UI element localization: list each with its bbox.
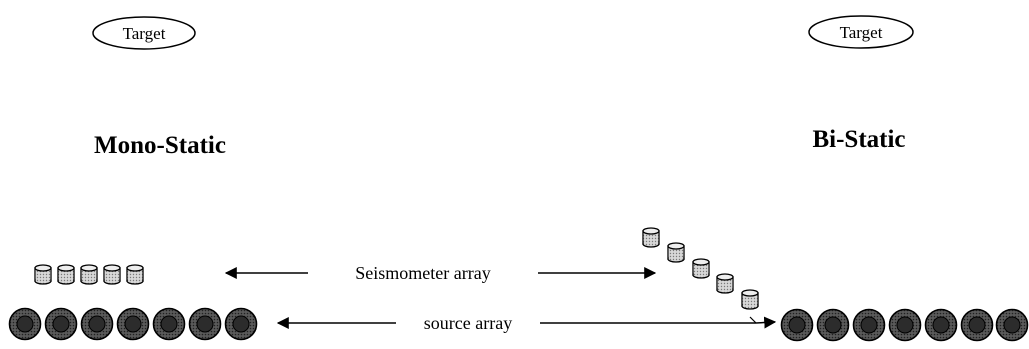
target-right-label: Target [840, 23, 883, 42]
bi-source-3 [852, 308, 886, 342]
seismometer-4 [103, 264, 121, 285]
bi-source-7 [995, 308, 1029, 342]
seismometer-1 [34, 264, 52, 285]
bi-seismometer-1 [642, 227, 660, 248]
mono-static-heading: Mono-Static [94, 132, 226, 159]
bi-source-5 [924, 308, 958, 342]
bi-seismometer-3 [692, 258, 710, 279]
target-right-outline [808, 15, 914, 49]
seismometer-5 [126, 264, 144, 285]
source-arrow-right-tick [749, 316, 757, 324]
source-array-label: source array [424, 313, 512, 333]
target-left: Target [92, 16, 196, 50]
source-group-bi [780, 308, 1029, 342]
target-left-outline [92, 16, 196, 50]
bi-source-6 [960, 308, 994, 342]
seismometer-group-bi [642, 227, 759, 310]
source-2 [44, 307, 78, 341]
source-4 [116, 307, 150, 341]
target-right: Target [808, 15, 914, 49]
bi-static-heading: Bi-Static [812, 126, 905, 153]
source-arrow-right-head [755, 316, 777, 329]
target-left-label: Target [123, 24, 166, 43]
source-1 [8, 307, 42, 341]
seismometer-3 [80, 264, 98, 285]
source-3 [80, 307, 114, 341]
seismometer-2 [57, 264, 75, 285]
source-5 [152, 307, 186, 341]
bi-seismometer-5 [741, 289, 759, 310]
seismometer-group-mono [34, 264, 144, 285]
seismometer-array-label: Seismometer array [355, 263, 490, 283]
source-7 [224, 307, 258, 341]
bi-source-1 [780, 308, 814, 342]
bi-source-2 [816, 308, 850, 342]
bi-seismometer-2 [667, 242, 685, 263]
bi-seismometer-4 [716, 273, 734, 294]
bi-source-4 [888, 308, 922, 342]
source-6 [188, 307, 222, 341]
source-group-mono [8, 307, 258, 341]
